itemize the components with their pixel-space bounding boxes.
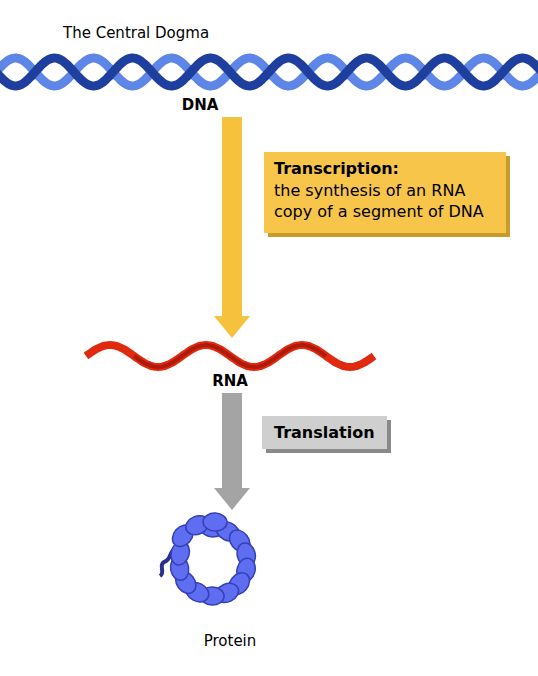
rna-node: RNA: [130, 340, 330, 390]
rna-strand: [86, 345, 374, 367]
block-arrow: [214, 117, 250, 338]
rna-shade: [134, 345, 326, 367]
node-label: Translation: [274, 423, 375, 442]
node-label: Protein: [204, 632, 257, 650]
translation-box: Translation: [262, 416, 387, 449]
diagram-title: The Central Dogma: [63, 24, 209, 42]
dna-strand: [0, 58, 538, 86]
node-label: RNA: [212, 372, 248, 390]
dna-strand: [0, 58, 538, 86]
protein-node: Protein: [150, 512, 310, 650]
block-arrow: [214, 393, 250, 510]
protein-illustration: [160, 512, 258, 606]
node-label: DNA: [182, 96, 219, 114]
dna-label-node: DNA: [170, 94, 230, 114]
node-body: the synthesis of an RNA copy of a segmen…: [274, 180, 498, 223]
node-label: Transcription:: [274, 158, 498, 180]
transcription-box: Transcription:the synthesis of an RNA co…: [264, 152, 506, 233]
